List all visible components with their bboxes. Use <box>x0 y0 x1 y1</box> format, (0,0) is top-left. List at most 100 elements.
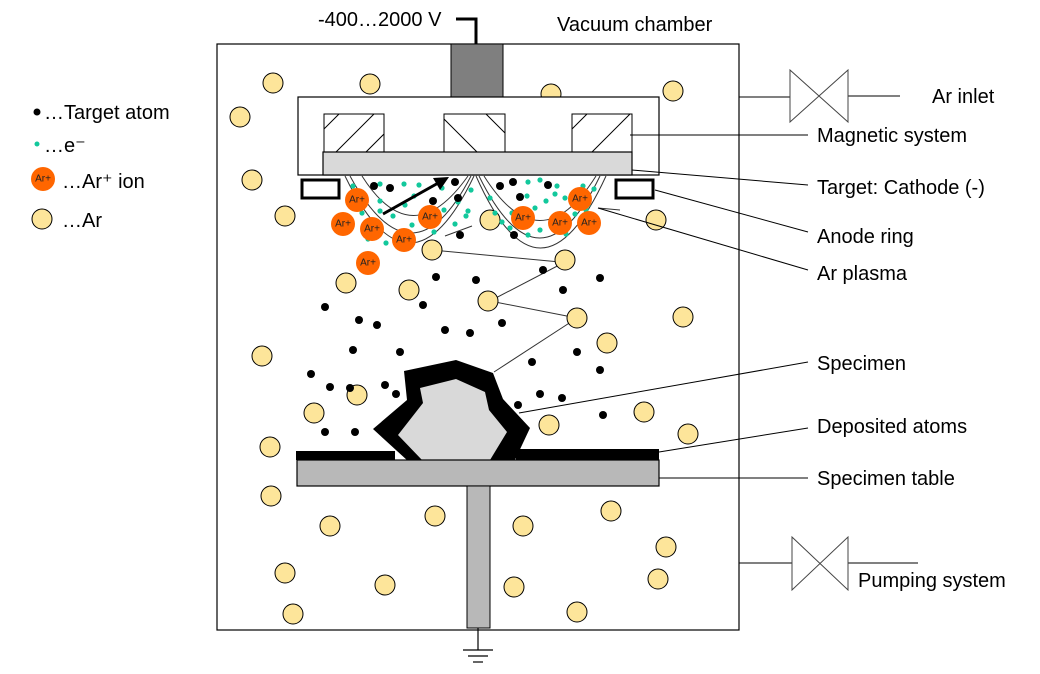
target-atom <box>559 286 567 294</box>
target-atom <box>599 411 607 419</box>
legend-electron-label: …e⁻ <box>44 135 86 157</box>
electron <box>383 240 389 246</box>
ground-icon <box>463 628 493 663</box>
ar-ion-circle <box>511 206 535 230</box>
electron <box>537 177 543 183</box>
electron <box>552 191 558 197</box>
ar-atom <box>633 401 655 423</box>
ar-ion: Ar+ <box>548 211 572 235</box>
electron <box>554 183 560 189</box>
ar-atom <box>424 505 446 527</box>
ar-atom <box>319 515 341 537</box>
target-atom <box>349 346 357 354</box>
power-wire <box>456 17 478 44</box>
ar-atom <box>260 485 282 507</box>
table-stem <box>466 485 491 629</box>
ar-plasma-label: Ar plasma <box>817 263 908 285</box>
legend-ar-ion-icon <box>31 167 55 191</box>
electron <box>532 205 538 211</box>
electrode <box>450 43 504 98</box>
ar-inlet-valve-icon[interactable] <box>789 68 849 124</box>
ar-atom <box>374 574 396 596</box>
ar-atom <box>672 306 694 328</box>
ar-atom <box>645 209 667 231</box>
ar-atom <box>282 603 304 625</box>
ar-atom <box>421 239 443 261</box>
legend-target-atom-label: …Target atom <box>44 102 170 124</box>
target-atom <box>539 266 547 274</box>
ar-ion-circle <box>548 211 572 235</box>
anode-ring-label: Anode ring <box>817 226 914 248</box>
target-atom <box>456 231 464 239</box>
ar-inlet-label: Ar inlet <box>932 86 995 108</box>
specimen <box>398 379 507 460</box>
electron <box>499 219 505 225</box>
magnetic-system-label: Magnetic system <box>817 125 967 147</box>
ar-ion-circle <box>418 205 442 229</box>
legend-ar-ion-glyph: Ar+ <box>35 174 51 185</box>
electron <box>441 207 447 213</box>
ar-ion-glyph: Ar+ <box>581 218 597 229</box>
target-atom <box>370 182 378 190</box>
target-atom <box>351 428 359 436</box>
electron <box>463 213 469 219</box>
target-atom <box>396 348 404 356</box>
ar-atom <box>677 423 699 445</box>
ar-atom <box>303 402 325 424</box>
ar-ion: Ar+ <box>356 251 380 275</box>
electron <box>377 181 383 187</box>
ar-atom <box>566 601 588 623</box>
target-atom <box>496 182 504 190</box>
ar-ion: Ar+ <box>568 187 592 211</box>
ar-ion: Ar+ <box>345 188 369 212</box>
electron <box>492 210 498 216</box>
ar-ion: Ar+ <box>577 211 601 235</box>
target-atom <box>472 276 480 284</box>
voltage-label: -400…2000 V <box>318 9 442 31</box>
ar-atom <box>566 307 588 329</box>
ar-atom <box>655 536 677 558</box>
electron <box>350 183 356 189</box>
electron <box>562 195 568 201</box>
electron <box>390 213 396 219</box>
target-atom <box>373 321 381 329</box>
ion-impact-arrow <box>382 177 449 216</box>
target-atom <box>432 273 440 281</box>
target-atom <box>355 316 363 324</box>
electron <box>468 187 474 193</box>
ar-atom <box>259 436 281 458</box>
target-atom <box>509 178 517 186</box>
target-atom <box>544 181 552 189</box>
ar-ion-circle <box>568 187 592 211</box>
target-atom <box>381 381 389 389</box>
target-atom <box>510 231 518 239</box>
pumping-valve-icon[interactable] <box>791 535 849 592</box>
ar-ion-glyph: Ar+ <box>335 219 351 230</box>
ar-atom <box>503 576 525 598</box>
ar-ion-circle <box>392 228 416 252</box>
target-atom <box>326 383 334 391</box>
ar-atom <box>600 500 622 522</box>
deposited-layer-right <box>516 449 659 460</box>
collision-path <box>431 249 561 263</box>
deposited-layer-left <box>296 451 395 460</box>
legend-ar-icon <box>31 208 53 230</box>
electron <box>591 186 597 192</box>
ar-atom <box>335 272 357 294</box>
target-atom <box>321 428 329 436</box>
target-atom <box>558 394 566 402</box>
specimen-table-label: Specimen table <box>817 468 955 490</box>
target-atom <box>419 301 427 309</box>
specimen-label: Specimen <box>817 353 906 375</box>
electron <box>416 182 422 188</box>
legend-ar-label: …Ar <box>62 210 102 232</box>
electron <box>572 211 578 217</box>
electron <box>487 195 493 201</box>
electron <box>524 193 530 199</box>
electron <box>525 179 531 185</box>
vacuum-chamber-label: Vacuum chamber <box>557 14 713 36</box>
electron <box>409 222 415 228</box>
ar-atom <box>241 169 263 191</box>
anode-ring-right <box>614 178 655 200</box>
